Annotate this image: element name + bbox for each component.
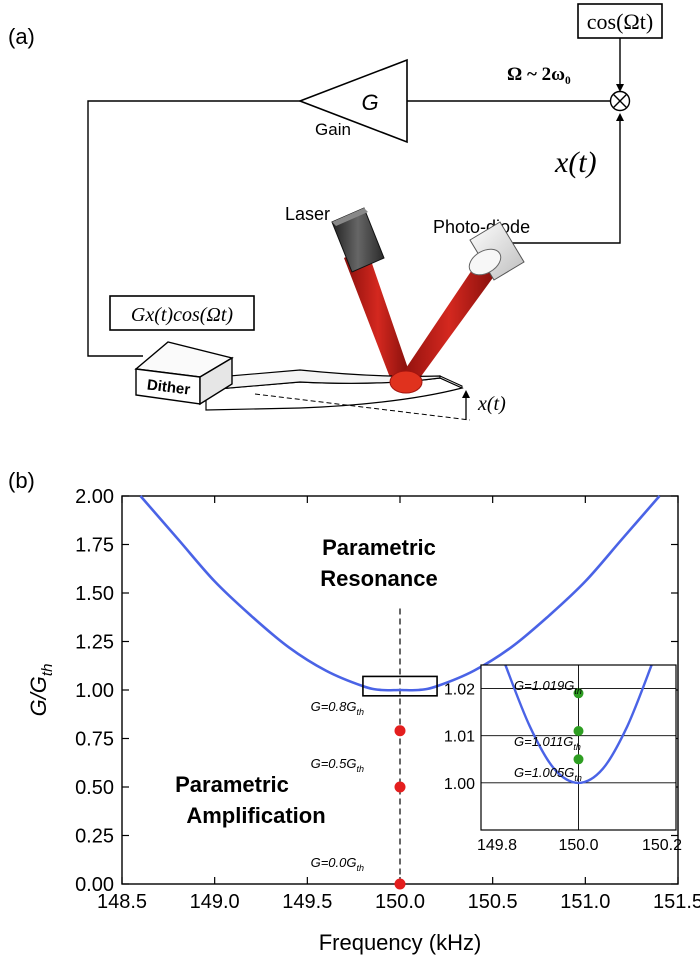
laser-beam-reflected xyxy=(398,258,500,386)
dither-label: Dither xyxy=(146,376,191,398)
region-resonance-line1: Parametric xyxy=(322,535,436,560)
data-point xyxy=(394,781,406,793)
panel-b-label: (b) xyxy=(8,468,35,493)
y-tick-label: 1.75 xyxy=(75,535,114,557)
laser-beam-incident xyxy=(344,246,412,388)
inset-point-label-1.005: G=1.005Gth xyxy=(514,765,582,783)
x-tick-label: 151.5 xyxy=(653,891,700,913)
main-points xyxy=(394,725,406,890)
laser-label: Laser xyxy=(285,204,330,224)
y-tick-label: 2.00 xyxy=(75,486,114,508)
inset-y-tick-label: 1.02 xyxy=(444,682,475,699)
inset-data-point xyxy=(573,688,584,699)
x-tick-label: 150.0 xyxy=(375,891,425,913)
inset-frame xyxy=(480,664,677,831)
panel-b: (b) 0.00 0.25 0.50 0.75 1.00 1.25 1.50 1.75 2.00… xyxy=(8,468,700,955)
mixer-icon xyxy=(609,90,631,112)
y-tick-label: 0.50 xyxy=(75,777,114,799)
main-x-tick-labels: 148.5 149.0 149.5 150.0 150.5 151.0 151.5 xyxy=(97,891,700,913)
region-resonance-line2: Resonance xyxy=(320,566,437,591)
inset-data-point xyxy=(573,754,584,765)
point-label-0.0: G=0.0Gth xyxy=(311,855,364,873)
inset-point-label-1.019: G=1.019Gth xyxy=(514,678,582,696)
gain-label: Gain xyxy=(315,120,351,139)
y-tick-label: 1.00 xyxy=(75,680,114,702)
omega-relation: Ω ~ 2ω₀ xyxy=(507,64,571,85)
point-label-0.5: G=0.5Gth xyxy=(311,756,364,774)
point-label-0.8: G=0.8Gth xyxy=(311,699,364,717)
inset-x-tick-label: 149.8 xyxy=(477,837,517,854)
feedback-box-text: Gx(t)cos(Ωt) xyxy=(131,304,234,326)
zoom-box xyxy=(362,675,438,697)
y-tick-label: 0.00 xyxy=(75,874,114,896)
feedback-loop-line xyxy=(87,100,300,357)
x-tick-label: 150.5 xyxy=(468,891,518,913)
cantilever-rest-line xyxy=(254,393,471,421)
cantilever-icon xyxy=(205,369,464,411)
y-axis-title: G/Gth xyxy=(26,664,56,717)
inset-y-tick-label: 1.00 xyxy=(444,776,475,793)
y-tick-label: 0.75 xyxy=(75,729,114,751)
inset-x-tick-label: 150.2 xyxy=(642,837,682,854)
main-y-tick-labels: 0.00 0.25 0.50 0.75 1.00 1.25 1.50 1.75 2.00 xyxy=(75,486,114,896)
y-tick-label: 0.25 xyxy=(75,826,114,848)
y-tick-label: 1.25 xyxy=(75,632,114,654)
panel-a: (a) cos(Ωt) Ω ~ 2ω₀ G Gain x(t) Laser Ph… xyxy=(8,3,663,421)
dither-block xyxy=(134,341,234,406)
inset-threshold-curve xyxy=(504,664,653,785)
data-point xyxy=(394,725,406,737)
x-tick-label: 151.0 xyxy=(560,891,610,913)
inset-y-tick-label: 1.01 xyxy=(444,729,475,746)
gain-symbol: G xyxy=(361,90,378,115)
deflection-label: x(t) xyxy=(477,393,506,415)
y-tick-label: 1.50 xyxy=(75,583,114,605)
photodiode-to-mixer-arrow xyxy=(510,113,624,244)
cos-box-text: cos(Ωt) xyxy=(587,9,653,34)
signal-label: x(t) xyxy=(554,146,597,179)
region-amplification-line1: Parametric xyxy=(175,772,289,797)
inset-x-tick-labels: 149.8 150.0 150.2 xyxy=(477,837,682,854)
panel-a-label: (a) xyxy=(8,24,35,49)
laser-spot xyxy=(389,370,423,394)
data-point xyxy=(394,878,406,890)
main-ticks xyxy=(121,495,679,885)
feedback-box xyxy=(109,295,255,331)
region-amplification-line2: Amplification xyxy=(186,803,325,828)
x-tick-label: 148.5 xyxy=(97,891,147,913)
inset-point-label-1.011: G=1.011Gth xyxy=(514,734,581,752)
x-tick-label: 149.0 xyxy=(190,891,240,913)
cos-box xyxy=(577,3,663,39)
inset-data-point xyxy=(573,726,584,736)
inset-points xyxy=(573,688,584,765)
inset-y-tick-labels: 1.00 1.01 1.02 xyxy=(444,682,475,793)
laser-icon xyxy=(331,207,385,273)
x-tick-label: 149.5 xyxy=(282,891,332,913)
x-axis-title: Frequency (kHz) xyxy=(319,930,482,955)
gain-amplifier-icon xyxy=(297,58,408,144)
inset-x-tick-label: 150.0 xyxy=(558,837,598,854)
photodiode-icon xyxy=(468,221,525,281)
threshold-curve xyxy=(139,495,661,692)
